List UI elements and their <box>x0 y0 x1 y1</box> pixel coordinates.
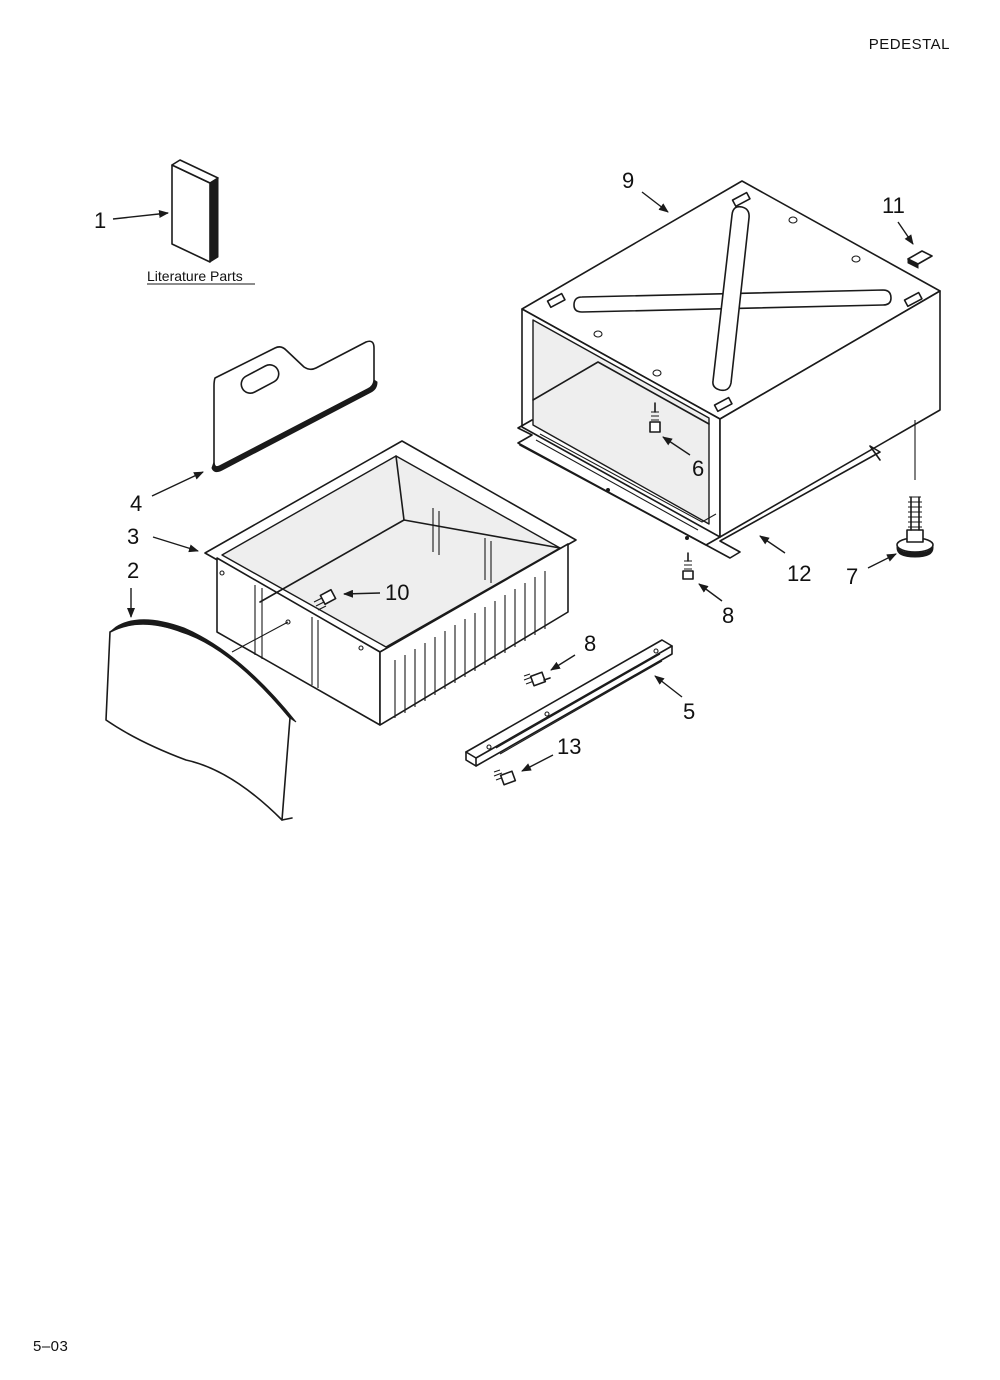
page-title: PEDESTAL <box>868 36 950 53</box>
callout-labels: 1 2 3 4 5 6 7 8 8 9 10 11 12 13 <box>94 168 905 759</box>
drawer-front-panel <box>105 619 297 821</box>
callout-8-upper: 8 <box>722 603 734 628</box>
callout-13: 13 <box>557 734 581 759</box>
callout-3: 3 <box>127 524 139 549</box>
callout-11: 11 <box>882 193 905 218</box>
screw-10 <box>313 588 337 611</box>
callout-5: 5 <box>683 699 695 724</box>
drawer-back-panel <box>211 340 378 473</box>
callout-6: 6 <box>692 456 704 481</box>
drawer-slide-rail <box>465 639 673 767</box>
callout-12: 12 <box>787 561 811 586</box>
literature-booklet: Literature Parts <box>147 159 255 285</box>
callout-10: 10 <box>385 580 409 605</box>
leveling-leg <box>896 496 934 558</box>
screw-13 <box>493 769 517 786</box>
callout-7: 7 <box>846 564 858 589</box>
callout-4: 4 <box>130 491 142 516</box>
page-footer-code: 5–03 <box>33 1338 69 1355</box>
screw-8-lower <box>523 671 551 687</box>
screw-6 <box>649 402 661 433</box>
drawer-basket <box>204 440 577 726</box>
screw-8-upper <box>682 552 694 580</box>
callout-9: 9 <box>622 168 634 193</box>
callout-1: 1 <box>94 208 106 233</box>
callout-8-lower: 8 <box>584 631 596 656</box>
leader-arrows <box>112 191 914 772</box>
literature-parts-label: Literature Parts <box>147 268 243 284</box>
pedestal-cabinet <box>521 180 941 538</box>
callout-2: 2 <box>127 558 139 583</box>
base-plate <box>517 419 916 559</box>
foot-pad <box>907 250 933 269</box>
